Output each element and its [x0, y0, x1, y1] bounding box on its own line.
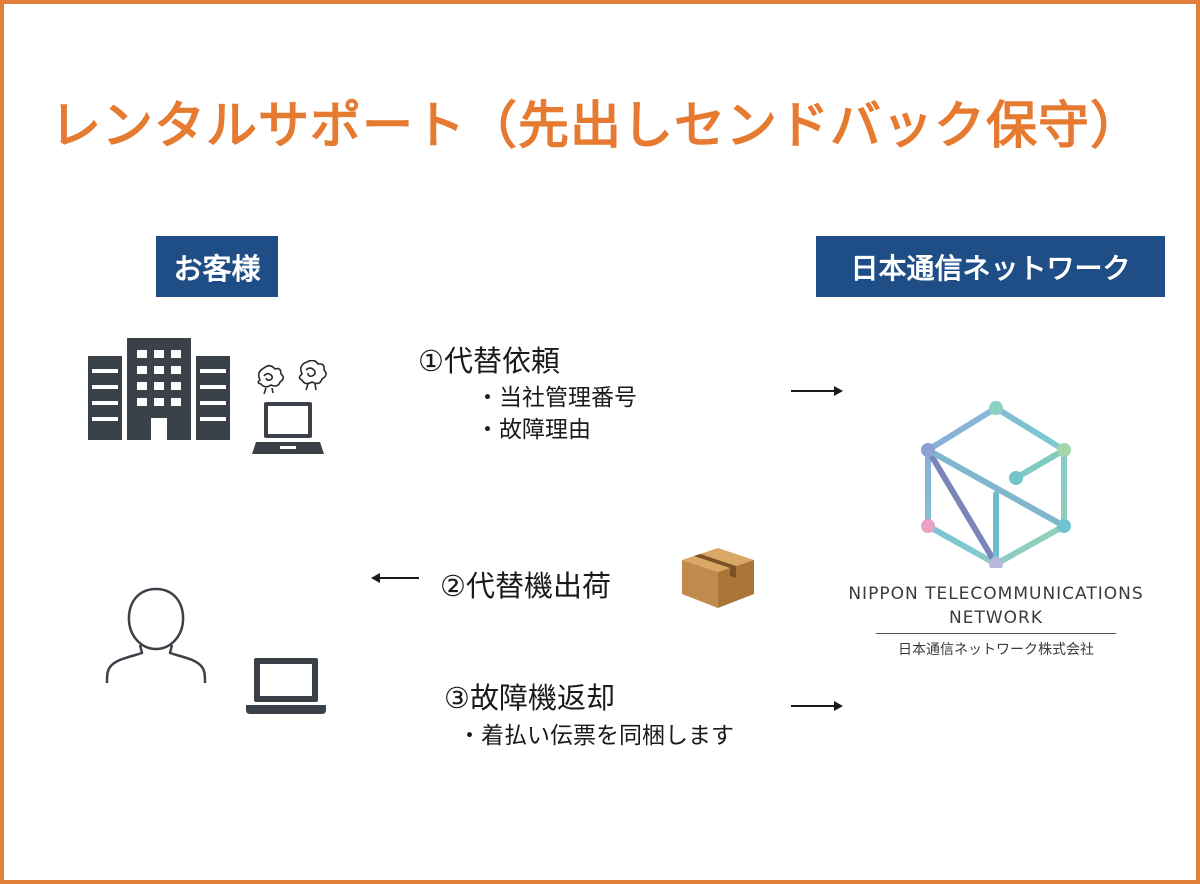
arrow-left-icon: [371, 573, 419, 583]
page-title: レンタルサポート（先出しセンドバック保守）: [50, 97, 1143, 156]
step-3-bullet-1: ・着払い伝票を同梱します: [458, 723, 734, 749]
company-logo-icon: [921, 401, 1071, 568]
logo-line-1: NIPPON TELECOMMUNICATIONS: [848, 584, 1144, 604]
step-1-label: ①代替依頼: [418, 344, 560, 378]
step-3-label: ③故障機返却: [444, 681, 615, 715]
logo-line-3: 日本通信ネットワーク株式会社: [898, 642, 1094, 658]
laptop-icon: [246, 658, 326, 714]
step-2-label: ②代替機出荷: [440, 569, 611, 603]
arrow-right-icon: [791, 386, 843, 396]
building-icon: [88, 338, 230, 440]
step-1-bullet-2: ・故障理由: [476, 417, 591, 443]
logo-divider: [876, 633, 1116, 634]
arrow-right-icon: [791, 701, 843, 711]
package-icon: [682, 548, 754, 608]
provider-label: 日本通信ネットワーク: [816, 236, 1165, 297]
logo-line-2: NETWORK: [949, 608, 1043, 628]
step-1-bullet-1: ・当社管理番号: [476, 385, 637, 411]
broken-laptop-icon: [252, 360, 327, 454]
customer-label: お客様: [156, 236, 278, 297]
person-icon: [105, 587, 207, 684]
